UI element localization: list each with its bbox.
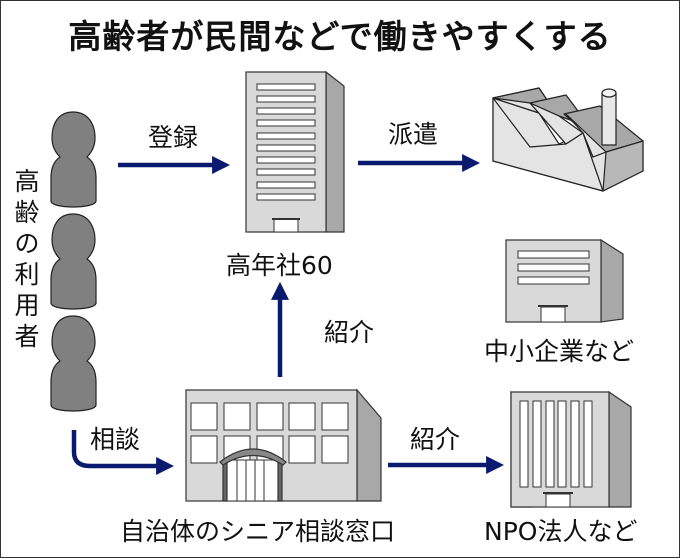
label-char: 齢: [14, 198, 40, 227]
npo-tower: [510, 390, 632, 508]
municipal-office-icon: [185, 388, 382, 502]
person-icon: [50, 315, 97, 412]
introduce-right-label: 紹介: [410, 425, 461, 454]
elderly-users-label: 高 齢 の 利 用 者: [12, 166, 42, 352]
person-icon: [50, 213, 97, 310]
office-tower-icon: [245, 70, 345, 233]
sme-label: 中小企業など: [484, 337, 635, 366]
introduce-up-label: 紹介: [324, 318, 375, 347]
label-char: 者: [14, 322, 40, 351]
municipal-label: 自治体のシニア相談窓口: [120, 517, 396, 546]
small-business-building-icon: [505, 238, 624, 323]
consult-label: 相談: [90, 425, 141, 454]
register-label: 登録: [148, 123, 199, 152]
kounensha-label: 高年社60: [226, 251, 333, 280]
label-char: 利: [14, 260, 40, 289]
dispatch-label: 派遣: [388, 120, 439, 149]
label-char: 高: [14, 167, 40, 196]
label-char: 用: [14, 291, 40, 320]
person-icon: [50, 111, 97, 208]
label-char: の: [14, 229, 40, 258]
consult-arrow: [71, 430, 175, 475]
npo-label: NPO法人など: [484, 517, 638, 546]
factory-icon: [492, 87, 644, 192]
diagram-title: 高齢者が民間などで働きやすくする: [68, 17, 612, 56]
